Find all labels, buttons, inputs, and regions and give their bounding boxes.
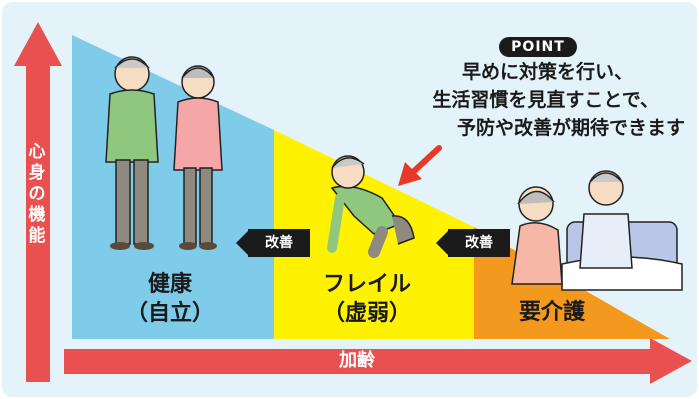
left-arrow-icon [436,229,450,257]
point-line-3: 予防や改善が期待できます [456,117,685,139]
improve-badge-label: 改善 [448,229,510,257]
improve-badge-frailty: 改善 [436,229,510,257]
point-line-1: 早めに対策を行い、 [461,61,633,83]
left-arrow-icon [236,229,250,257]
elderly-man-icon [105,56,159,250]
stage-care-line1: 要介護 [518,300,585,325]
horizontal-axis-label: 加齢 [339,350,375,371]
stage-label-care: 要介護 [502,298,602,327]
point-tag: POINT [499,37,577,57]
caregiver-and-patient-icon [511,170,683,291]
point-line-2: 生活習慣を見直すことで、 [432,89,659,111]
stage-frailty-line1: フレイル [322,272,411,297]
pointer-arrow-icon [398,145,442,186]
stage-label-frailty: フレイル （虚弱） [302,270,432,328]
stage-healthy-line1: 健康 [147,272,192,297]
frail-elderly-man-icon [327,155,415,258]
stage-label-healthy: 健康 （自立） [110,270,230,328]
stage-frailty-line2: （虚弱） [322,301,411,326]
vertical-axis-label: 心身の機能 [28,142,46,246]
horizontal-axis-arrow [64,338,692,384]
improve-badge-healthy: 改善 [236,229,310,257]
vertical-axis-arrow [14,22,62,382]
stage-healthy-line2: （自立） [125,301,214,326]
elderly-woman-icon [173,65,223,250]
improve-badge-label: 改善 [248,229,310,257]
